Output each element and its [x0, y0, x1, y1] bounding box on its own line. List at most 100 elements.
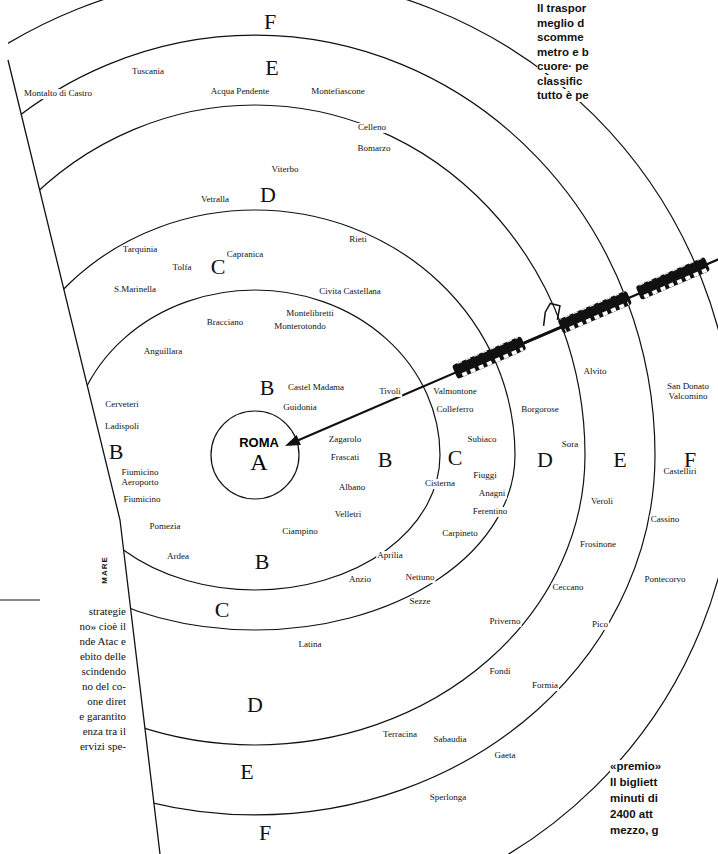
town-name: Alvito	[582, 367, 607, 377]
town-name: San Donato Valcomino	[664, 382, 712, 402]
town-name: Formia	[531, 681, 559, 691]
town-name: Monterotondo	[273, 322, 327, 332]
article-fragment: e garantito	[79, 710, 126, 722]
article-fragment: one diret	[87, 695, 126, 707]
zone-letter: C	[214, 599, 231, 621]
town-name: Nettuno	[405, 573, 436, 583]
article-fragment: scomme	[537, 31, 584, 44]
article-fragment: «premio»	[610, 760, 661, 773]
town-name: Terracina	[382, 730, 418, 740]
zone-letter: F	[258, 822, 272, 844]
coupling	[524, 327, 561, 343]
town-name: Veroli	[590, 497, 614, 507]
article-fragment: metro e b	[537, 46, 589, 59]
column-rule	[0, 600, 40, 601]
zone-letter: C	[210, 256, 227, 278]
town-name: Vetralla	[200, 195, 230, 205]
town-name: Ladispoli	[104, 422, 140, 432]
town-name: Priverno	[489, 617, 522, 627]
article-fragment: no del co-	[82, 680, 126, 692]
zone-letter: E	[239, 761, 254, 783]
article-fragment: 2400 att	[610, 808, 653, 821]
town-name: Montalto di Castro	[23, 89, 93, 99]
zone-letter: D	[246, 694, 264, 716]
town-name: Gaeta	[494, 751, 517, 761]
zone-letter: C	[447, 447, 464, 469]
town-name: Sora	[561, 440, 580, 450]
article-fragment: enza tra il	[83, 725, 126, 737]
town-name: Montelibretti	[285, 309, 335, 319]
article-fragment: meglio d	[537, 17, 584, 30]
town-name: Anzio	[348, 575, 372, 585]
node-text-group: ROMAA	[210, 410, 308, 500]
rail-arrow	[294, 240, 718, 442]
town-name: Ferentino	[472, 507, 509, 517]
article-fragment: ebito delle	[80, 650, 126, 662]
town-name: Zagarolo	[328, 435, 362, 445]
article-fragment: no» cioè il	[80, 620, 126, 632]
zone-letter: D	[536, 449, 554, 471]
town-name: Rieti	[348, 235, 368, 245]
town-name: Pico	[591, 620, 609, 630]
town-name: Celleno	[357, 123, 387, 133]
article-fragment: Il bigliett	[610, 776, 657, 789]
zone-letter: D	[259, 184, 277, 206]
town-name: Borgorose	[520, 405, 559, 415]
train-car	[452, 336, 527, 379]
article-fragment: scindendo	[81, 665, 126, 677]
circle-stroke	[211, 411, 299, 499]
town-name: Valmontone	[432, 387, 478, 397]
town-name: Frosinone	[579, 540, 617, 550]
town-name: Fiuggi	[472, 471, 498, 481]
town-name: Colleferro	[436, 405, 475, 415]
town-name: Fiumicino	[122, 495, 161, 505]
town-name: Fiumicino Aeroporto	[116, 468, 164, 488]
article-fragment: ervizi spe-	[80, 740, 126, 752]
town-name: Aprilia	[376, 551, 404, 561]
town-name: Velletri	[334, 510, 363, 520]
zone-d-ring	[0, 105, 585, 745]
sea-label: MARE	[101, 556, 110, 584]
train-car	[635, 257, 710, 300]
train-windows	[638, 258, 707, 299]
article-fragment: classific	[537, 75, 582, 88]
zone-letter: B	[254, 551, 271, 573]
town-name: Guidonia	[282, 403, 318, 413]
zone-letter: B	[377, 449, 394, 471]
town-name: Albano	[338, 483, 367, 493]
town-name: Acqua Pendente	[210, 87, 271, 97]
zone-letter: F	[263, 11, 277, 33]
town-name: Civita Castellana	[318, 287, 382, 297]
town-name: Ciampino	[281, 527, 319, 537]
train-windows	[560, 292, 629, 333]
town-name: Bomarzo	[357, 144, 392, 154]
town-name: Latina	[298, 640, 323, 650]
zone-e-ring	[0, 35, 655, 815]
zone-letter: B	[259, 377, 276, 399]
zone-b-ring	[70, 290, 440, 590]
town-name: Anagni	[478, 489, 507, 499]
town-name: Tuscania	[131, 67, 165, 77]
town-name: Ardea	[166, 552, 190, 562]
train-windows	[455, 337, 524, 378]
zone-c-ring	[0, 210, 515, 630]
zone-a-circle: ROMAA	[210, 410, 308, 500]
article-fragment: minuti di	[610, 792, 658, 805]
zone-letter: B	[108, 441, 125, 463]
article-fragment: tutto è pe	[537, 89, 589, 102]
town-name: Tarquinia	[122, 245, 158, 255]
article-fragment: Il traspor	[537, 2, 586, 15]
town-name: Carpineto	[441, 529, 479, 539]
town-name: Frascati	[330, 453, 361, 463]
town-name: S.Marinella	[113, 285, 157, 295]
town-name: Cerveteri	[104, 400, 139, 410]
article-fragment: strategie	[89, 605, 126, 617]
train-car	[557, 290, 632, 333]
town-name: Anguillara	[143, 347, 184, 357]
town-name: Bracciano	[206, 318, 244, 328]
town-name: Tivoli	[378, 387, 402, 397]
town-name: Cassino	[650, 515, 681, 525]
town-name: Subiaco	[467, 435, 498, 445]
